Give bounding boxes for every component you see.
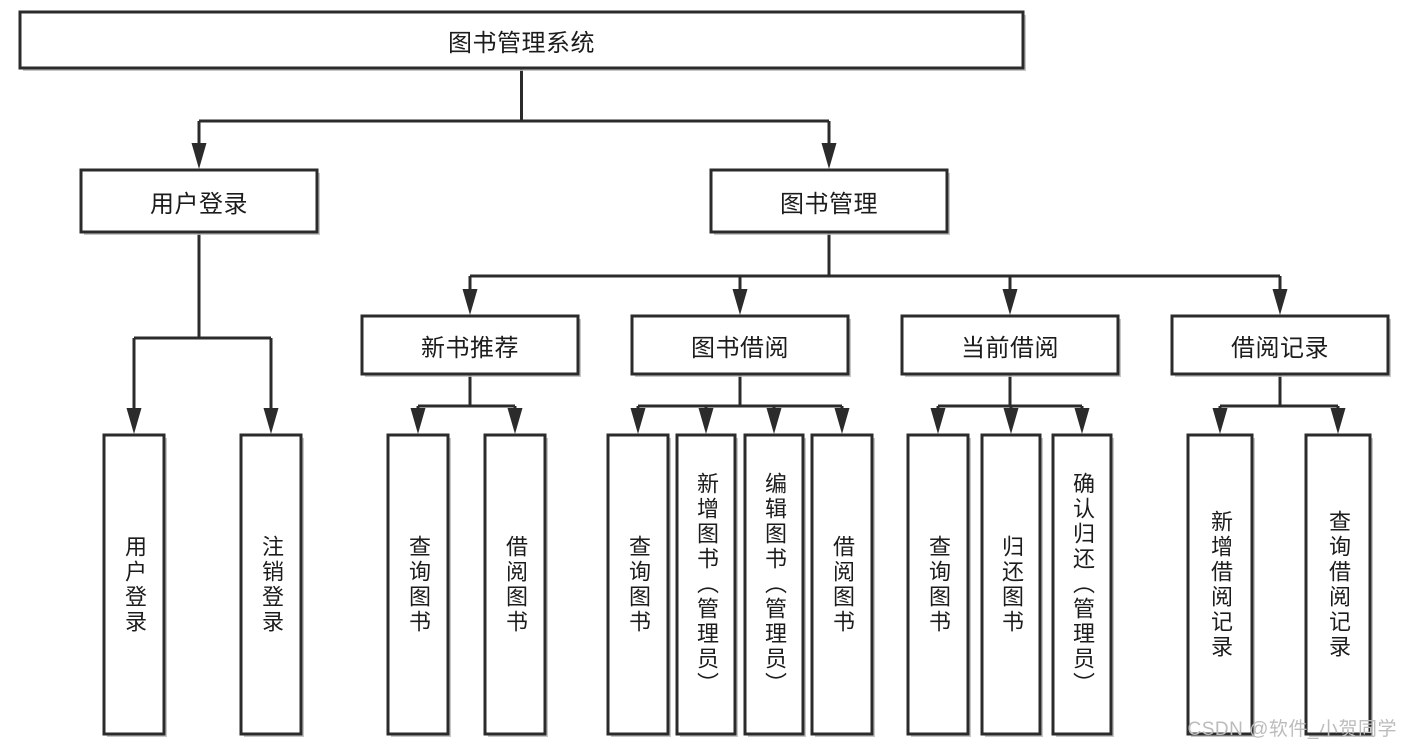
node-n-borrow-record[interactable] bbox=[1172, 316, 1388, 374]
node-l-user-login-box[interactable] bbox=[102, 433, 166, 736]
node-l-query-book-3[interactable] bbox=[908, 435, 968, 734]
node-l-borrow-book-2-box[interactable] bbox=[810, 433, 874, 736]
node-n-book-borrow-box[interactable] bbox=[630, 314, 850, 376]
node-l-query-record-box[interactable] bbox=[1304, 433, 1372, 736]
node-l-add-book[interactable] bbox=[677, 435, 735, 734]
node-l-edit-book[interactable] bbox=[745, 435, 803, 734]
node-l-add-book-box[interactable] bbox=[675, 433, 737, 736]
node-l-query-record[interactable] bbox=[1306, 435, 1370, 734]
node-n-new-book-rec-box[interactable] bbox=[360, 314, 580, 376]
node-l-query-book-1-box[interactable] bbox=[386, 433, 450, 736]
node-l-query-book-3-box[interactable] bbox=[906, 433, 970, 736]
node-l-add-record[interactable] bbox=[1188, 435, 1252, 734]
edge-layer bbox=[126, 68, 1346, 434]
node-l-confirm-return-box[interactable] bbox=[1051, 433, 1113, 736]
node-l-logout-box[interactable] bbox=[239, 433, 303, 736]
node-root-box[interactable] bbox=[18, 10, 1025, 70]
node-l-edit-book-box[interactable] bbox=[743, 433, 805, 736]
node-l-user-login[interactable] bbox=[104, 435, 164, 734]
node-root[interactable] bbox=[20, 12, 1023, 68]
node-l-borrow-book-1-box[interactable] bbox=[483, 433, 547, 736]
node-layer bbox=[18, 10, 1391, 737]
node-n-book-borrow[interactable] bbox=[632, 316, 848, 374]
node-n-current-borrow[interactable] bbox=[902, 316, 1118, 374]
node-n-book-mgmt-box[interactable] bbox=[709, 168, 949, 234]
node-n-user-login[interactable] bbox=[81, 170, 317, 232]
node-l-logout[interactable] bbox=[241, 435, 301, 734]
node-l-borrow-book-1[interactable] bbox=[485, 435, 545, 734]
node-l-return-book-box[interactable] bbox=[980, 433, 1042, 736]
node-l-borrow-book-2[interactable] bbox=[812, 435, 872, 734]
node-n-current-borrow-box[interactable] bbox=[900, 314, 1120, 376]
node-l-query-book-2-box[interactable] bbox=[606, 433, 670, 736]
node-l-query-book-2[interactable] bbox=[608, 435, 668, 734]
node-n-new-book-rec[interactable] bbox=[362, 316, 578, 374]
node-l-return-book[interactable] bbox=[982, 435, 1040, 734]
node-n-user-login-box[interactable] bbox=[79, 168, 319, 234]
node-n-borrow-record-box[interactable] bbox=[1170, 314, 1390, 376]
node-l-add-record-box[interactable] bbox=[1186, 433, 1254, 736]
watermark-text: CSDN @软件_小贺同学 bbox=[1187, 719, 1397, 740]
node-l-query-book-1[interactable] bbox=[388, 435, 448, 734]
node-l-confirm-return[interactable] bbox=[1053, 435, 1111, 734]
node-n-book-mgmt[interactable] bbox=[711, 170, 947, 232]
